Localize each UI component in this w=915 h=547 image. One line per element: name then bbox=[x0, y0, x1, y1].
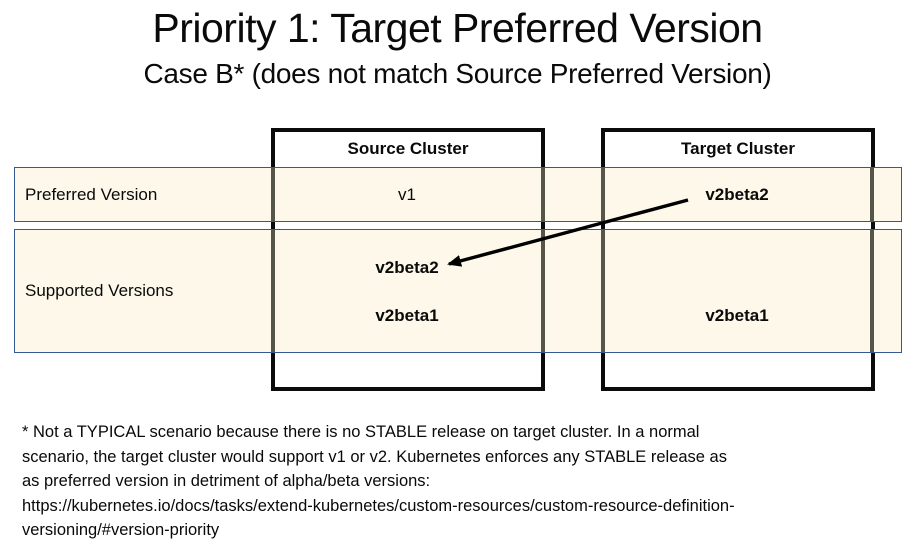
footnote-link-line: https://kubernetes.io/docs/tasks/extend-… bbox=[22, 496, 735, 515]
preferred-version-row: Preferred Version v1 v2beta2 bbox=[14, 167, 902, 222]
box-border-overlay bbox=[271, 168, 275, 221]
target-preferred-version-value: v2beta2 bbox=[705, 184, 769, 204]
box-border-overlay bbox=[601, 230, 605, 352]
footnote-line: * Not a TYPICAL scenario because there i… bbox=[22, 423, 700, 441]
footnote: * Not a TYPICAL scenario because there i… bbox=[22, 420, 735, 543]
source-preferred-version-value: v1 bbox=[398, 184, 416, 204]
box-border-overlay bbox=[601, 168, 605, 221]
supported-versions-row: Supported Versions v2beta2 v2beta1 v2bet… bbox=[14, 229, 902, 353]
box-border-overlay bbox=[541, 230, 545, 352]
target-cluster-header: Target Cluster bbox=[681, 139, 795, 158]
box-border-overlay bbox=[870, 230, 874, 352]
footnote-line: scenario, the target cluster would suppo… bbox=[22, 447, 727, 466]
page-title: Priority 1: Target Preferred Version bbox=[152, 5, 763, 51]
box-border-overlay bbox=[541, 168, 545, 221]
page-subtitle: Case B* (does not match Source Preferred… bbox=[143, 58, 772, 89]
box-border-overlay bbox=[271, 230, 275, 352]
footnote-line: as preferred version in detriment of alp… bbox=[22, 472, 431, 490]
source-supported-version-v2beta1: v2beta1 bbox=[375, 306, 439, 325]
box-border-overlay bbox=[870, 168, 874, 221]
footnote-link-line: versioning/#version-priority bbox=[22, 521, 220, 539]
source-cluster-header: Source Cluster bbox=[347, 139, 469, 158]
target-supported-version-v2beta1: v2beta1 bbox=[705, 306, 769, 325]
preferred-version-label: Preferred Version bbox=[25, 184, 158, 204]
supported-versions-label: Supported Versions bbox=[25, 281, 174, 300]
source-supported-version-v2beta2: v2beta2 bbox=[375, 258, 439, 277]
